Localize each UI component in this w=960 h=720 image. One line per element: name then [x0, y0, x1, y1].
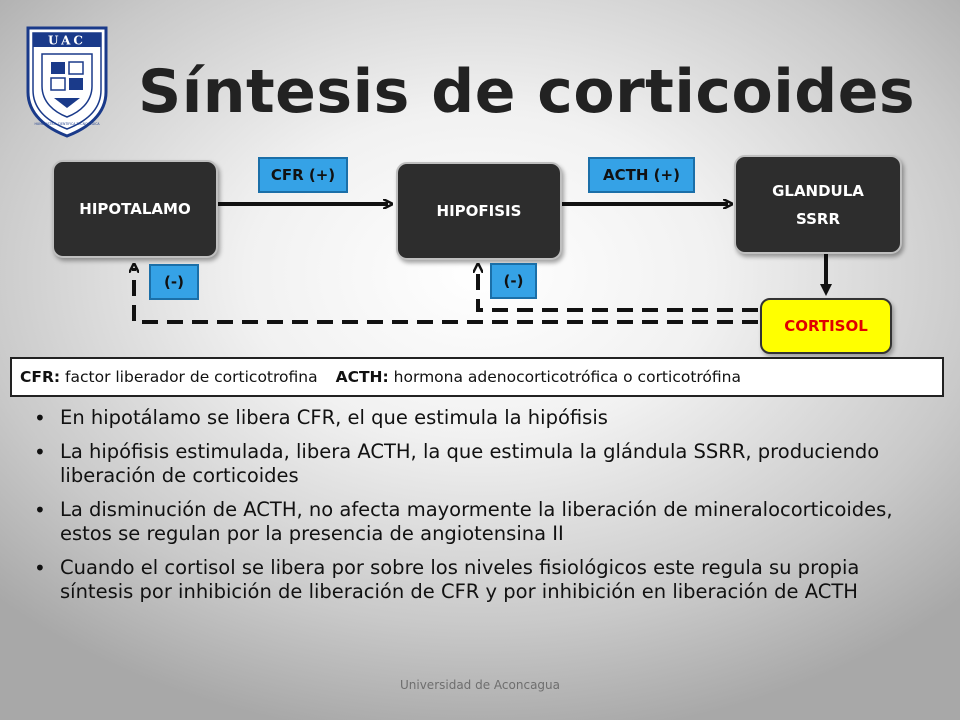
diagram-connectors [0, 0, 832, 324]
node-hipofisis: HIPOFISIS [396, 162, 562, 260]
node-glandula-ssrr: GLANDULA SSRR [734, 155, 902, 254]
bullet-item: Cuando el cortisol se libera por sobre l… [34, 556, 914, 604]
logo-top-text: UAC [48, 34, 86, 48]
bullet-item: La disminución de ACTH, no afecta mayorm… [34, 498, 914, 546]
logo-ring-text: HUMANISTICA CIENTIFICA TECNOLOGICA [34, 122, 100, 126]
legend-acth: ACTH: hormona adenocorticotrófica o cort… [336, 368, 741, 386]
legend-cfr-def: factor liberador de corticotrofina [60, 368, 318, 386]
feedback-to-hipotalamo [134, 268, 758, 324]
tag-negative-left: (-) [149, 264, 199, 300]
legend-acth-abbr: ACTH: [335, 368, 389, 386]
legend-acth-def: hormona adenocorticotrófica o corticotró… [388, 368, 742, 386]
bullet-item: La hipófisis estimulada, libera ACTH, la… [34, 440, 914, 488]
node-hipotalamo-label: HIPOTALAMO [79, 200, 191, 218]
bullet-list: En hipotálamo se libera CFR, el que esti… [34, 406, 914, 614]
node-hipotalamo: HIPOTALAMO [52, 160, 218, 258]
node-glandula-label-1: GLANDULA [772, 181, 864, 200]
legend-cfr: CFR: factor liberador de corticotrofina [20, 368, 318, 386]
footer-text: Universidad de Aconcagua [399, 678, 560, 692]
university-logo: UAC HUMANISTICA CIENTIFICA TECNOLOGICA [26, 26, 108, 138]
bullet-item: En hipotálamo se libera CFR, el que esti… [34, 406, 914, 430]
node-cortisol: CORTISOL [760, 298, 892, 354]
slide-title: Síntesis de corticoides [138, 57, 916, 127]
tag-negative-mid: (-) [490, 263, 537, 299]
abbreviation-legend: CFR: factor liberador de corticotrofina … [10, 357, 944, 397]
tag-cfr-positive: CFR (+) [258, 157, 348, 193]
node-glandula-label-2: SSRR [795, 209, 841, 228]
tag-acth-positive: ACTH (+) [588, 157, 695, 193]
feedback-to-hipofisis [478, 268, 758, 312]
legend-cfr-abbr: CFR: [20, 368, 61, 386]
node-hipofisis-label: HIPOFISIS [436, 202, 522, 220]
